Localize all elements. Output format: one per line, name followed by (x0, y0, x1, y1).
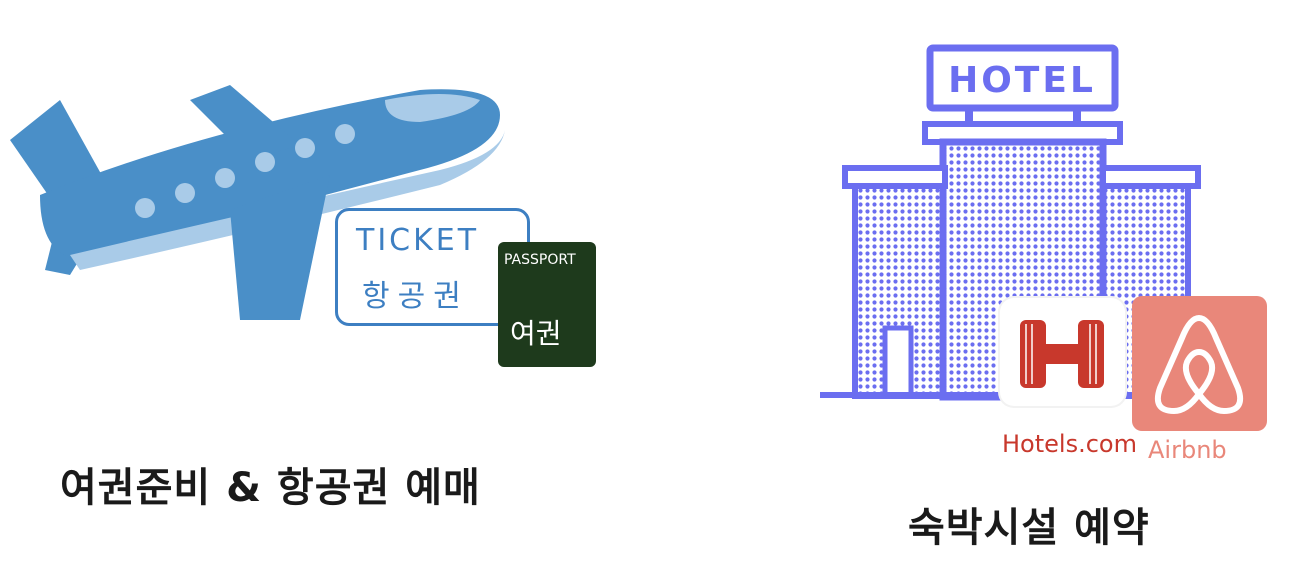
plane-window (175, 183, 195, 203)
plane-window (335, 124, 355, 144)
right-caption: 숙박시설 예약 (908, 505, 1150, 551)
plane-window (295, 138, 315, 158)
hotels-h-icon (1020, 320, 1104, 388)
hotel-door (882, 325, 914, 399)
plane-window (215, 168, 235, 188)
plane-bottom-wing (230, 175, 330, 320)
passport-title: PASSPORT (504, 252, 576, 268)
airplane-illustration (10, 85, 505, 320)
left-caption: 여권준비 & 항공권 예매 (60, 465, 481, 511)
airbnb-label: Airbnb (1148, 436, 1227, 464)
plane-cockpit-window (385, 94, 480, 122)
hotel-sign-text: HOTEL (948, 60, 1096, 101)
hotel-sign-frame (926, 44, 1119, 112)
hotels-com-logo (1000, 298, 1125, 406)
passport: PASSPORT 여권 (498, 242, 596, 367)
plane-window (255, 152, 275, 172)
ticket-title: TICKET (356, 223, 480, 258)
plane-fuselage (40, 89, 500, 261)
plane-window (135, 198, 155, 218)
ticket-card: TICKET 항공권 (335, 208, 530, 326)
airbnb-logo (1132, 296, 1267, 431)
hotels-com-label: Hotels.com (1002, 430, 1137, 458)
passport-subtitle: 여권 (510, 317, 562, 350)
airbnb-belo-icon (1154, 315, 1244, 414)
plane-top-wing (190, 85, 300, 160)
plane-belly (70, 130, 505, 270)
ticket-subtitle: 항공권 (362, 279, 469, 314)
